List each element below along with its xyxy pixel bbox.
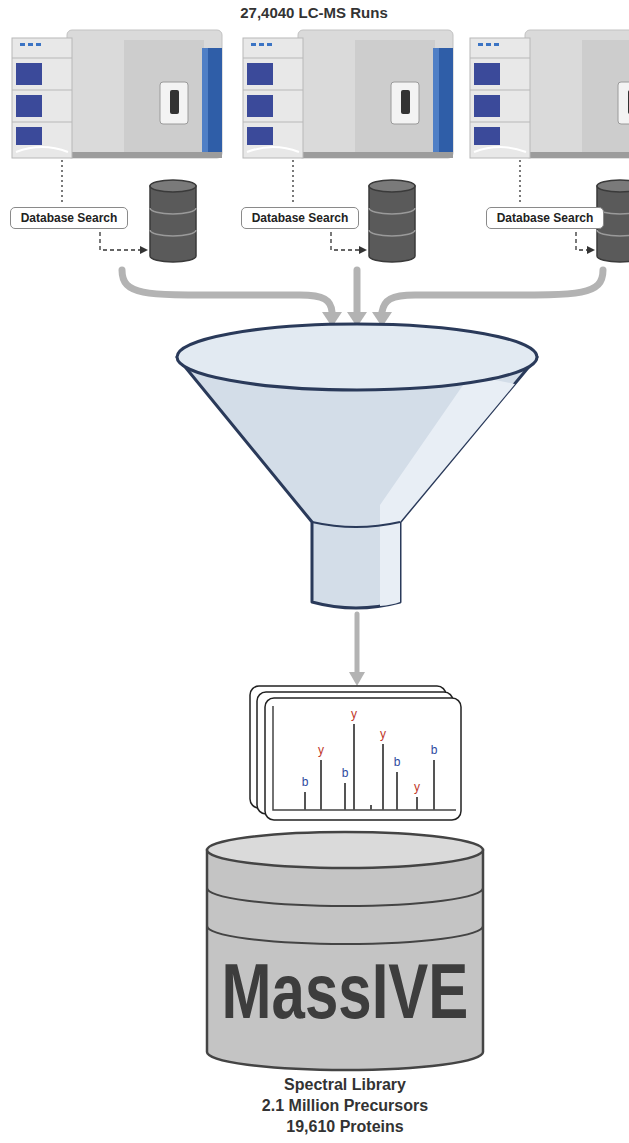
library-caption: Spectral Library (284, 1076, 406, 1094)
database-cylinder (205, 830, 485, 1072)
node-label: Database Search (21, 211, 118, 225)
ion-label: y (318, 744, 324, 758)
arrow-head (587, 246, 595, 254)
database-node: MassIVE (205, 830, 485, 1072)
arrow-head (359, 246, 367, 254)
funnel-neck (312, 522, 400, 527)
ion-label: y (351, 708, 357, 722)
spectrum-axes (273, 706, 456, 810)
funnel-rim (177, 324, 537, 390)
ion-label: y (380, 728, 386, 742)
ion-label: y (414, 781, 420, 795)
lc-ms-instrument (470, 30, 629, 158)
library-caption: 19,610 Proteins (286, 1118, 403, 1136)
merge-arrow (122, 270, 332, 312)
dotted-link (61, 160, 62, 205)
spectrum-peaks (305, 724, 434, 810)
arrow-head (140, 246, 148, 254)
dashed-arrow (576, 232, 587, 250)
diagram-title: 27,4040 LC-MS Runs (240, 4, 388, 21)
spectrum-card (265, 698, 461, 820)
arrow-head (349, 672, 365, 686)
cylinder-body (207, 850, 483, 1070)
funnel-body (177, 357, 537, 608)
node-label: Database Search (497, 211, 594, 225)
dotted-link (292, 160, 293, 205)
cylinder-top (207, 832, 483, 868)
ion-label: b (302, 776, 309, 790)
lc-ms-instrument (12, 30, 222, 158)
funnel-highlight (380, 375, 515, 606)
lc-ms-instrument (243, 30, 453, 158)
library-caption: 2.1 Million Precursors (262, 1097, 428, 1115)
process-box: Database Search (10, 207, 129, 229)
dashed-arrow (331, 232, 359, 250)
merge-arrow (382, 270, 603, 312)
process-box: Database Search (241, 207, 360, 229)
dashed-arrow (100, 232, 140, 250)
ion-label: b (431, 744, 438, 758)
dotted-link (519, 160, 520, 205)
ion-label: b (394, 756, 401, 770)
database-cylinder (369, 180, 415, 262)
node-label: Database Search (252, 211, 349, 225)
down-arrow (355, 614, 360, 672)
ion-label: b (342, 767, 349, 781)
cylinder-band (207, 888, 483, 906)
node-label: MassIVE (222, 953, 469, 1031)
cylinder-band (207, 926, 483, 944)
database-cylinder (150, 180, 196, 262)
merge-arrow (354, 270, 361, 312)
process-box: Database Search (486, 207, 605, 229)
